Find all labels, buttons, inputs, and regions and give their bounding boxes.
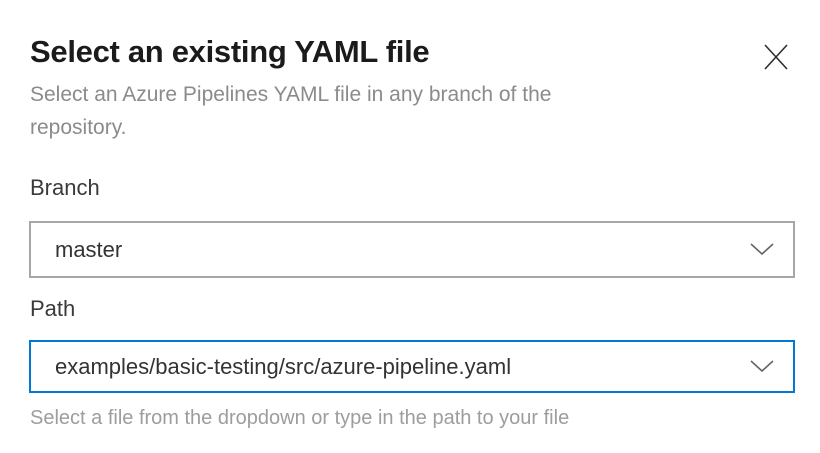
branch-dropdown-value: master	[55, 236, 123, 262]
page-title: Select an existing YAML file	[30, 34, 430, 69]
branch-field-label: Branch	[30, 175, 100, 200]
chevron-down-icon[interactable]	[749, 242, 775, 257]
path-input[interactable]	[31, 342, 749, 391]
path-field-label: Path	[30, 296, 76, 321]
path-helper-text: Select a file from the dropdown or type …	[30, 407, 570, 429]
dialog-subtitle: Select an Azure Pipelines YAML file in a…	[30, 83, 552, 139]
close-icon	[761, 42, 791, 72]
branch-dropdown[interactable]: master	[29, 221, 795, 278]
close-button[interactable]	[757, 38, 795, 76]
chevron-down-icon[interactable]	[749, 359, 775, 374]
path-combobox[interactable]	[29, 340, 795, 393]
